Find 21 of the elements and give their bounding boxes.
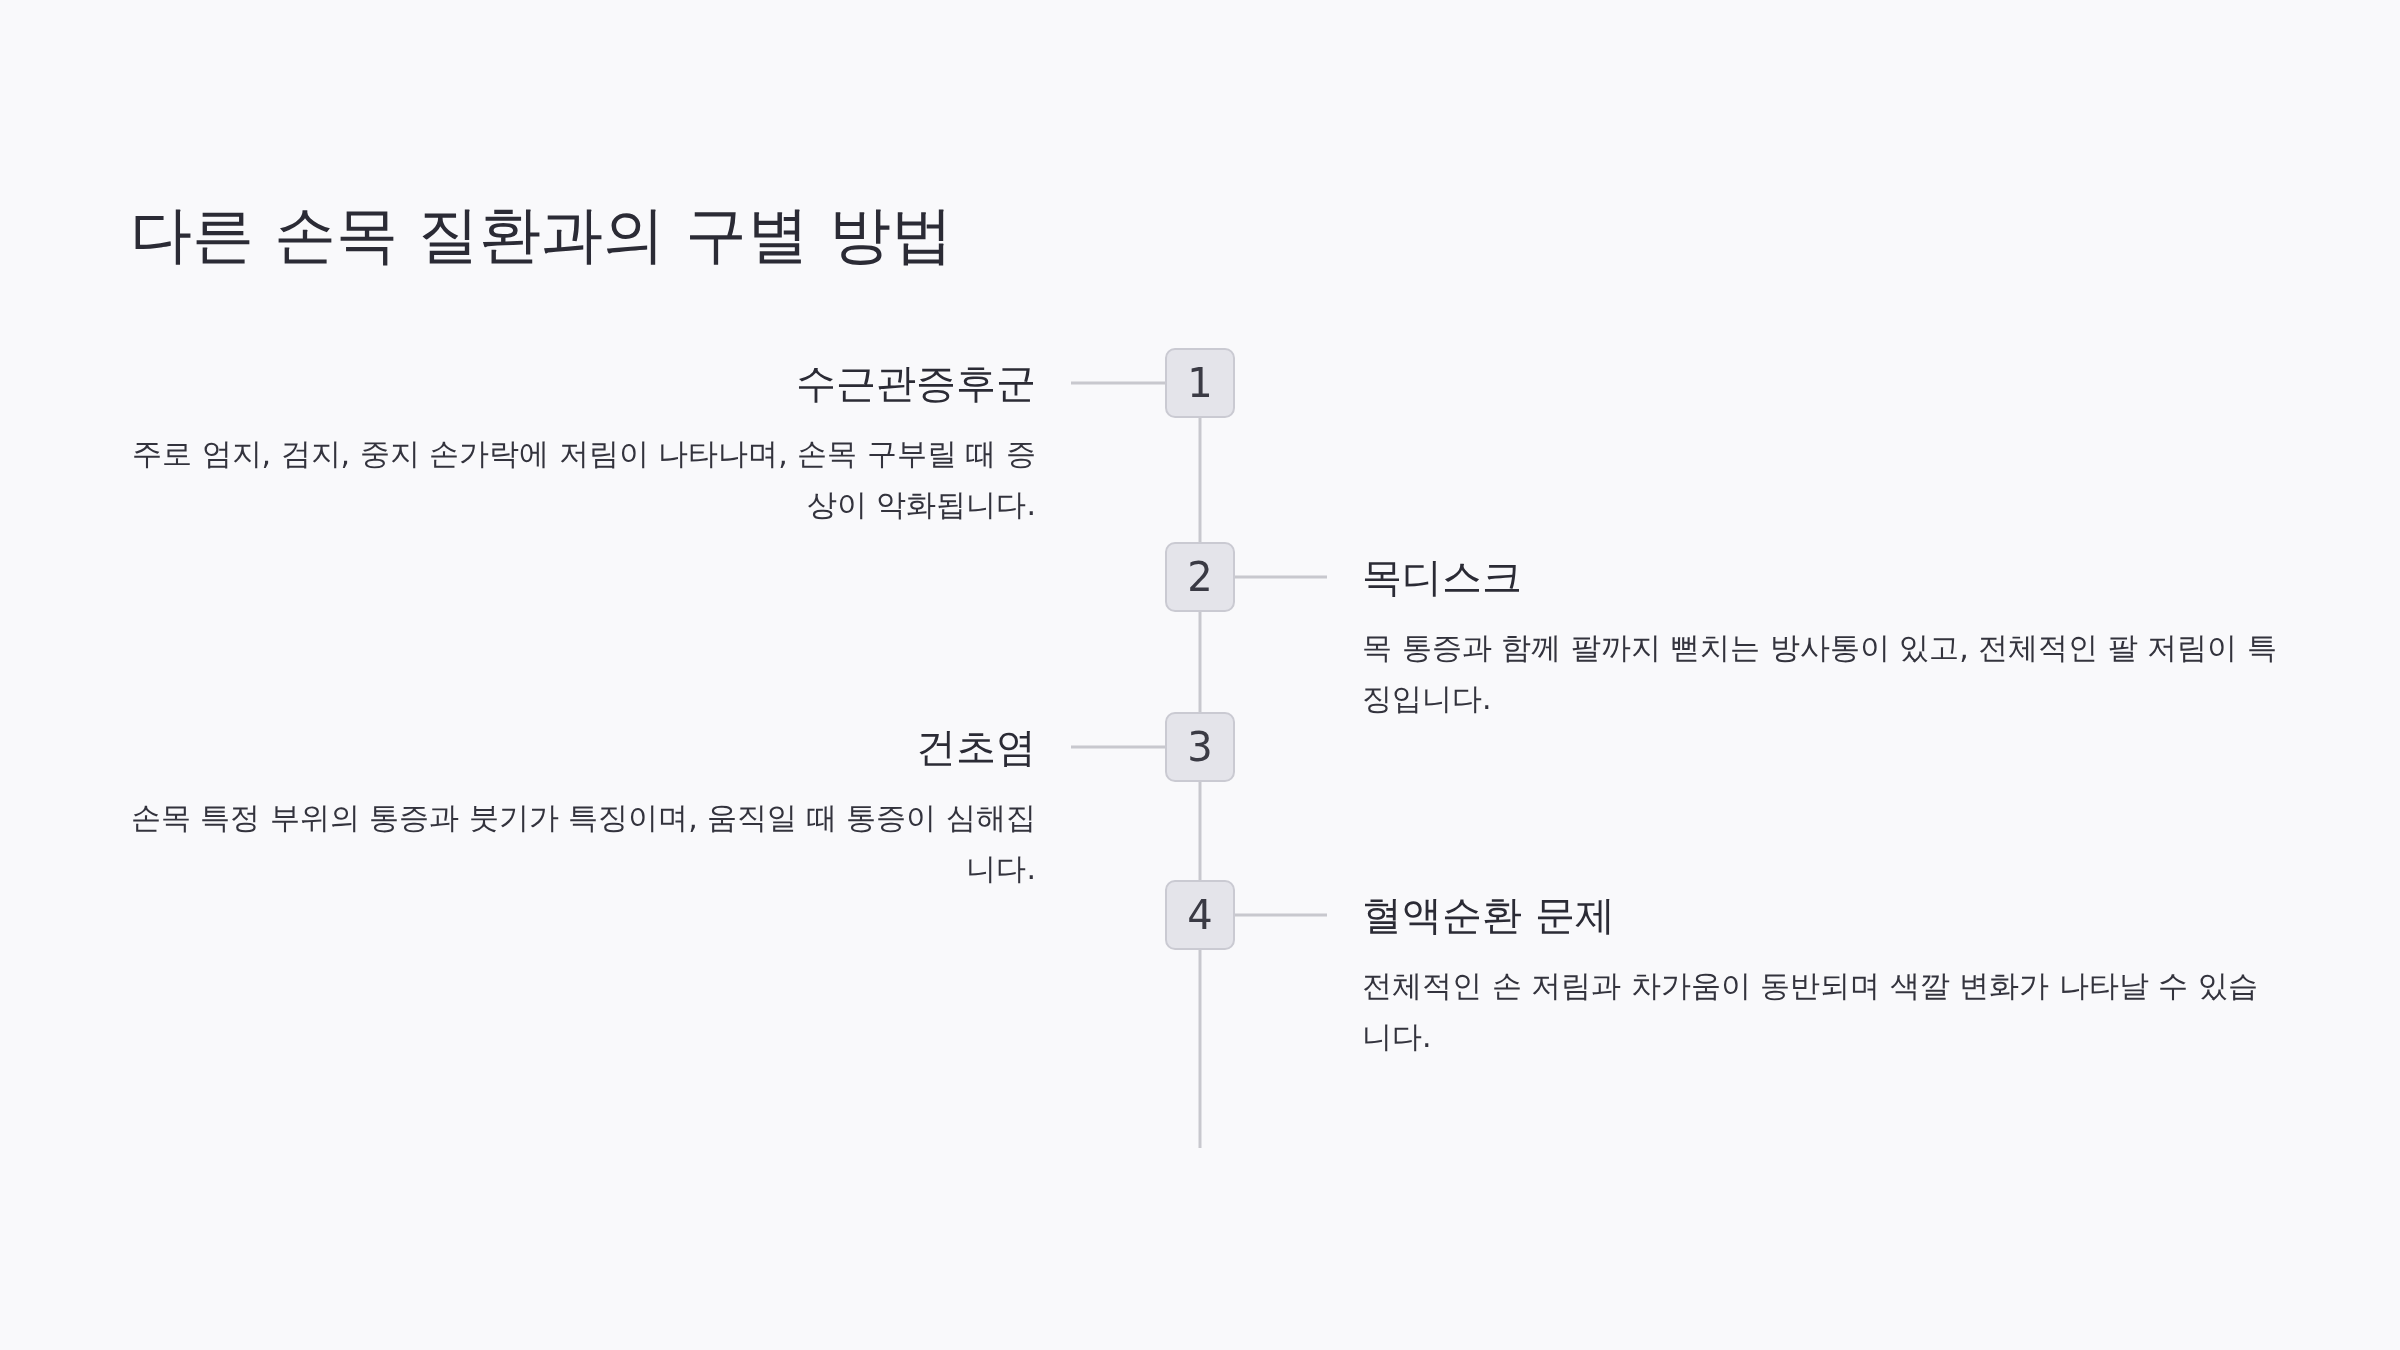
connector-line: [1198, 418, 1202, 542]
connector-line: [1071, 381, 1165, 385]
item-heading: 목디스크: [1362, 553, 1523, 602]
item-heading: 혈액순환 문제: [1362, 891, 1616, 940]
item-heading: 건초염: [915, 723, 1036, 772]
step-number: 2: [1165, 542, 1235, 612]
step-number: 3: [1165, 712, 1235, 782]
connector-line: [1235, 913, 1327, 917]
item-description: 손목 특정 부위의 통증과 붓기가 특징이며, 움직일 때 통증이 심해집니다.: [129, 799, 1036, 888]
title: 다른 손목 질환과의 구별 방법: [130, 197, 953, 273]
step-number: 1: [1165, 348, 1235, 418]
item-description: 목 통증과 함께 팔까지 뻗치는 방사통이 있고, 전체적인 팔 저림이 특징입니다.: [1362, 629, 2278, 718]
connector-line: [1198, 612, 1202, 712]
connector-line: [1198, 782, 1202, 880]
connector-line: [1198, 950, 1202, 1148]
connector-line: [1235, 575, 1327, 579]
item-description: 전체적인 손 저림과 차가움이 동반되며 색깔 변화가 나타날 수 있습니다.: [1362, 967, 2259, 1056]
connector-line: [1071, 745, 1165, 749]
step-number: 4: [1165, 880, 1235, 950]
item-heading: 수근관증후군: [795, 359, 1036, 408]
item-description: 주로 엄지, 검지, 중지 손가락에 저림이 나타나며, 손목 구부릴 때 증상이 악화됩니다.: [131, 435, 1036, 524]
